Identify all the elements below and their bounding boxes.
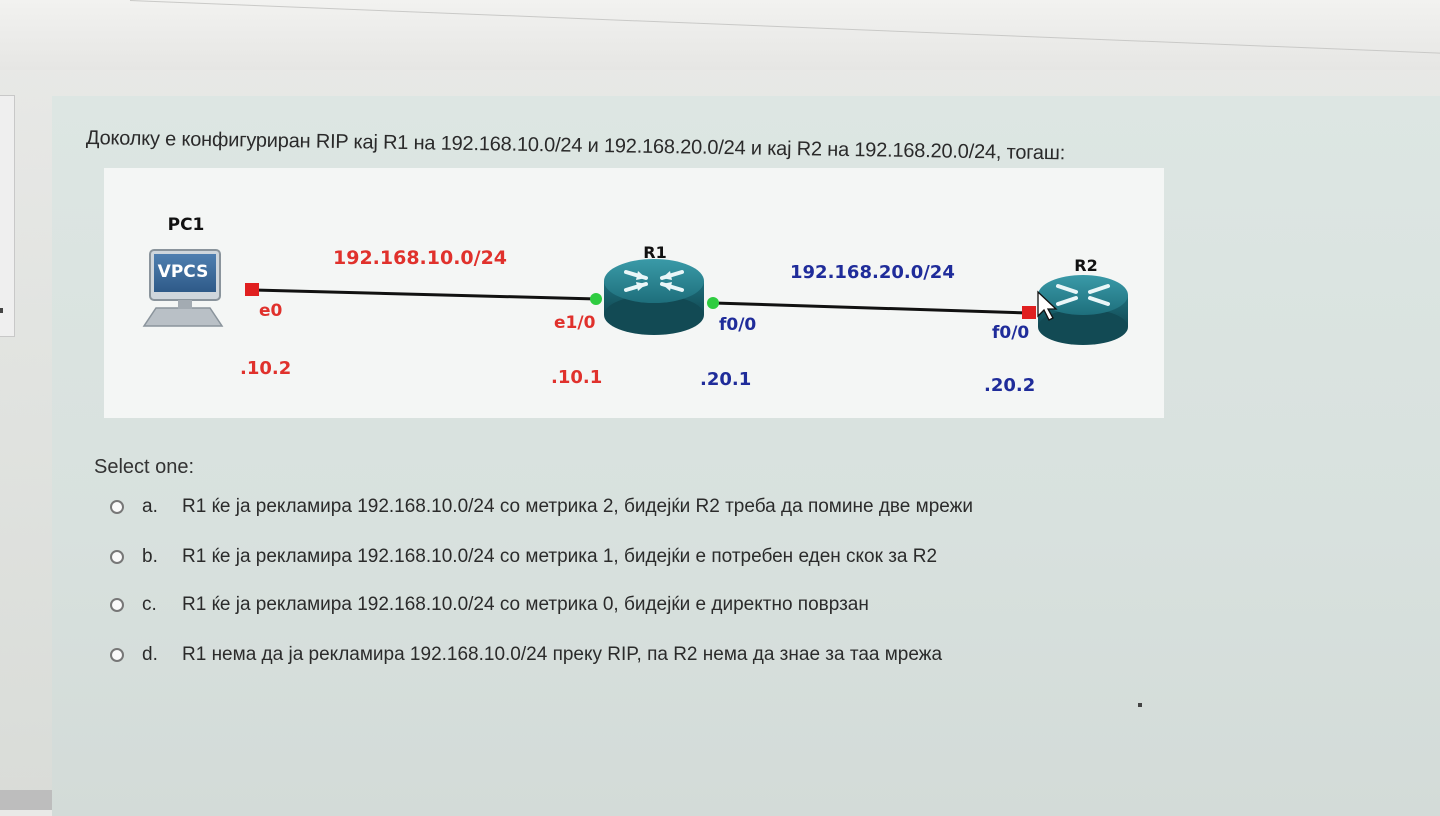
bottom-edge xyxy=(0,790,55,810)
network-topology-svg: VPCS PC1 R1 R2 xyxy=(104,168,1164,418)
network2-label: 192.168.20.0/24 xyxy=(790,262,955,283)
r2-ip-label: .20.2 xyxy=(984,375,1035,396)
option-letter: d. xyxy=(142,644,158,665)
pc1-screen-label: VPCS xyxy=(158,262,209,282)
option-d[interactable]: d. R1 нема да ја рекламира 192.168.10.0/… xyxy=(110,644,942,666)
r1-ip-right-label: .20.1 xyxy=(700,369,751,390)
network1-label: 192.168.10.0/24 xyxy=(333,247,507,269)
r2-interface-label: f0/0 xyxy=(992,323,1029,343)
router-r2-icon xyxy=(1038,275,1128,345)
option-text: R1 ќе ја рекламира 192.168.10.0/24 со ме… xyxy=(182,546,938,567)
port-r1-e1-0-up xyxy=(590,293,602,305)
left-panel-edge xyxy=(0,95,15,337)
port-r1-f0-0-up xyxy=(707,297,719,309)
link-pc1-r1 xyxy=(253,288,598,301)
port-r2-f0-0-down xyxy=(1022,306,1036,319)
select-one-label: Select one: xyxy=(94,456,195,478)
pc1-ip-label: .10.2 xyxy=(240,358,291,379)
option-a[interactable]: a. R1 ќе ја рекламира 192.168.10.0/24 со… xyxy=(110,496,973,518)
option-c[interactable]: c. R1 ќе ја рекламира 192.168.10.0/24 со… xyxy=(110,594,869,616)
pc1-label: PC1 xyxy=(168,215,205,235)
option-letter: c. xyxy=(142,594,157,615)
r1-interface-right-label: f0/0 xyxy=(719,315,756,335)
router-r2-label: R2 xyxy=(1074,256,1097,275)
option-text: R1 нема да ја рекламира 192.168.10.0/24 … xyxy=(182,644,943,665)
r1-interface-left-label: e1/0 xyxy=(554,313,596,333)
radio-icon[interactable] xyxy=(110,550,124,564)
left-marker xyxy=(0,308,3,313)
option-letter: a. xyxy=(142,496,158,517)
option-text: R1 ќе ја рекламира 192.168.10.0/24 со ме… xyxy=(182,496,973,517)
radio-icon[interactable] xyxy=(110,598,124,612)
pc1-icon xyxy=(142,249,224,327)
screen-speck xyxy=(1138,703,1142,707)
router-r1-label: R1 xyxy=(643,243,666,262)
radio-icon[interactable] xyxy=(110,648,124,662)
option-b[interactable]: b. R1 ќе ја рекламира 192.168.10.0/24 со… xyxy=(110,546,937,568)
pc1-interface-label: e0 xyxy=(259,301,283,321)
page-top-area xyxy=(0,0,1440,70)
network-diagram: VPCS PC1 R1 R2 xyxy=(104,168,1164,418)
option-letter: b. xyxy=(142,546,158,567)
port-pc1-e0-down xyxy=(245,283,259,296)
r1-ip-left-label: .10.1 xyxy=(551,367,602,388)
radio-icon[interactable] xyxy=(110,500,124,514)
link-r1-r2 xyxy=(713,301,1030,315)
router-r1-icon xyxy=(604,259,704,335)
mouse-pointer-icon xyxy=(1037,290,1058,321)
option-text: R1 ќе ја рекламира 192.168.10.0/24 со ме… xyxy=(182,594,869,615)
